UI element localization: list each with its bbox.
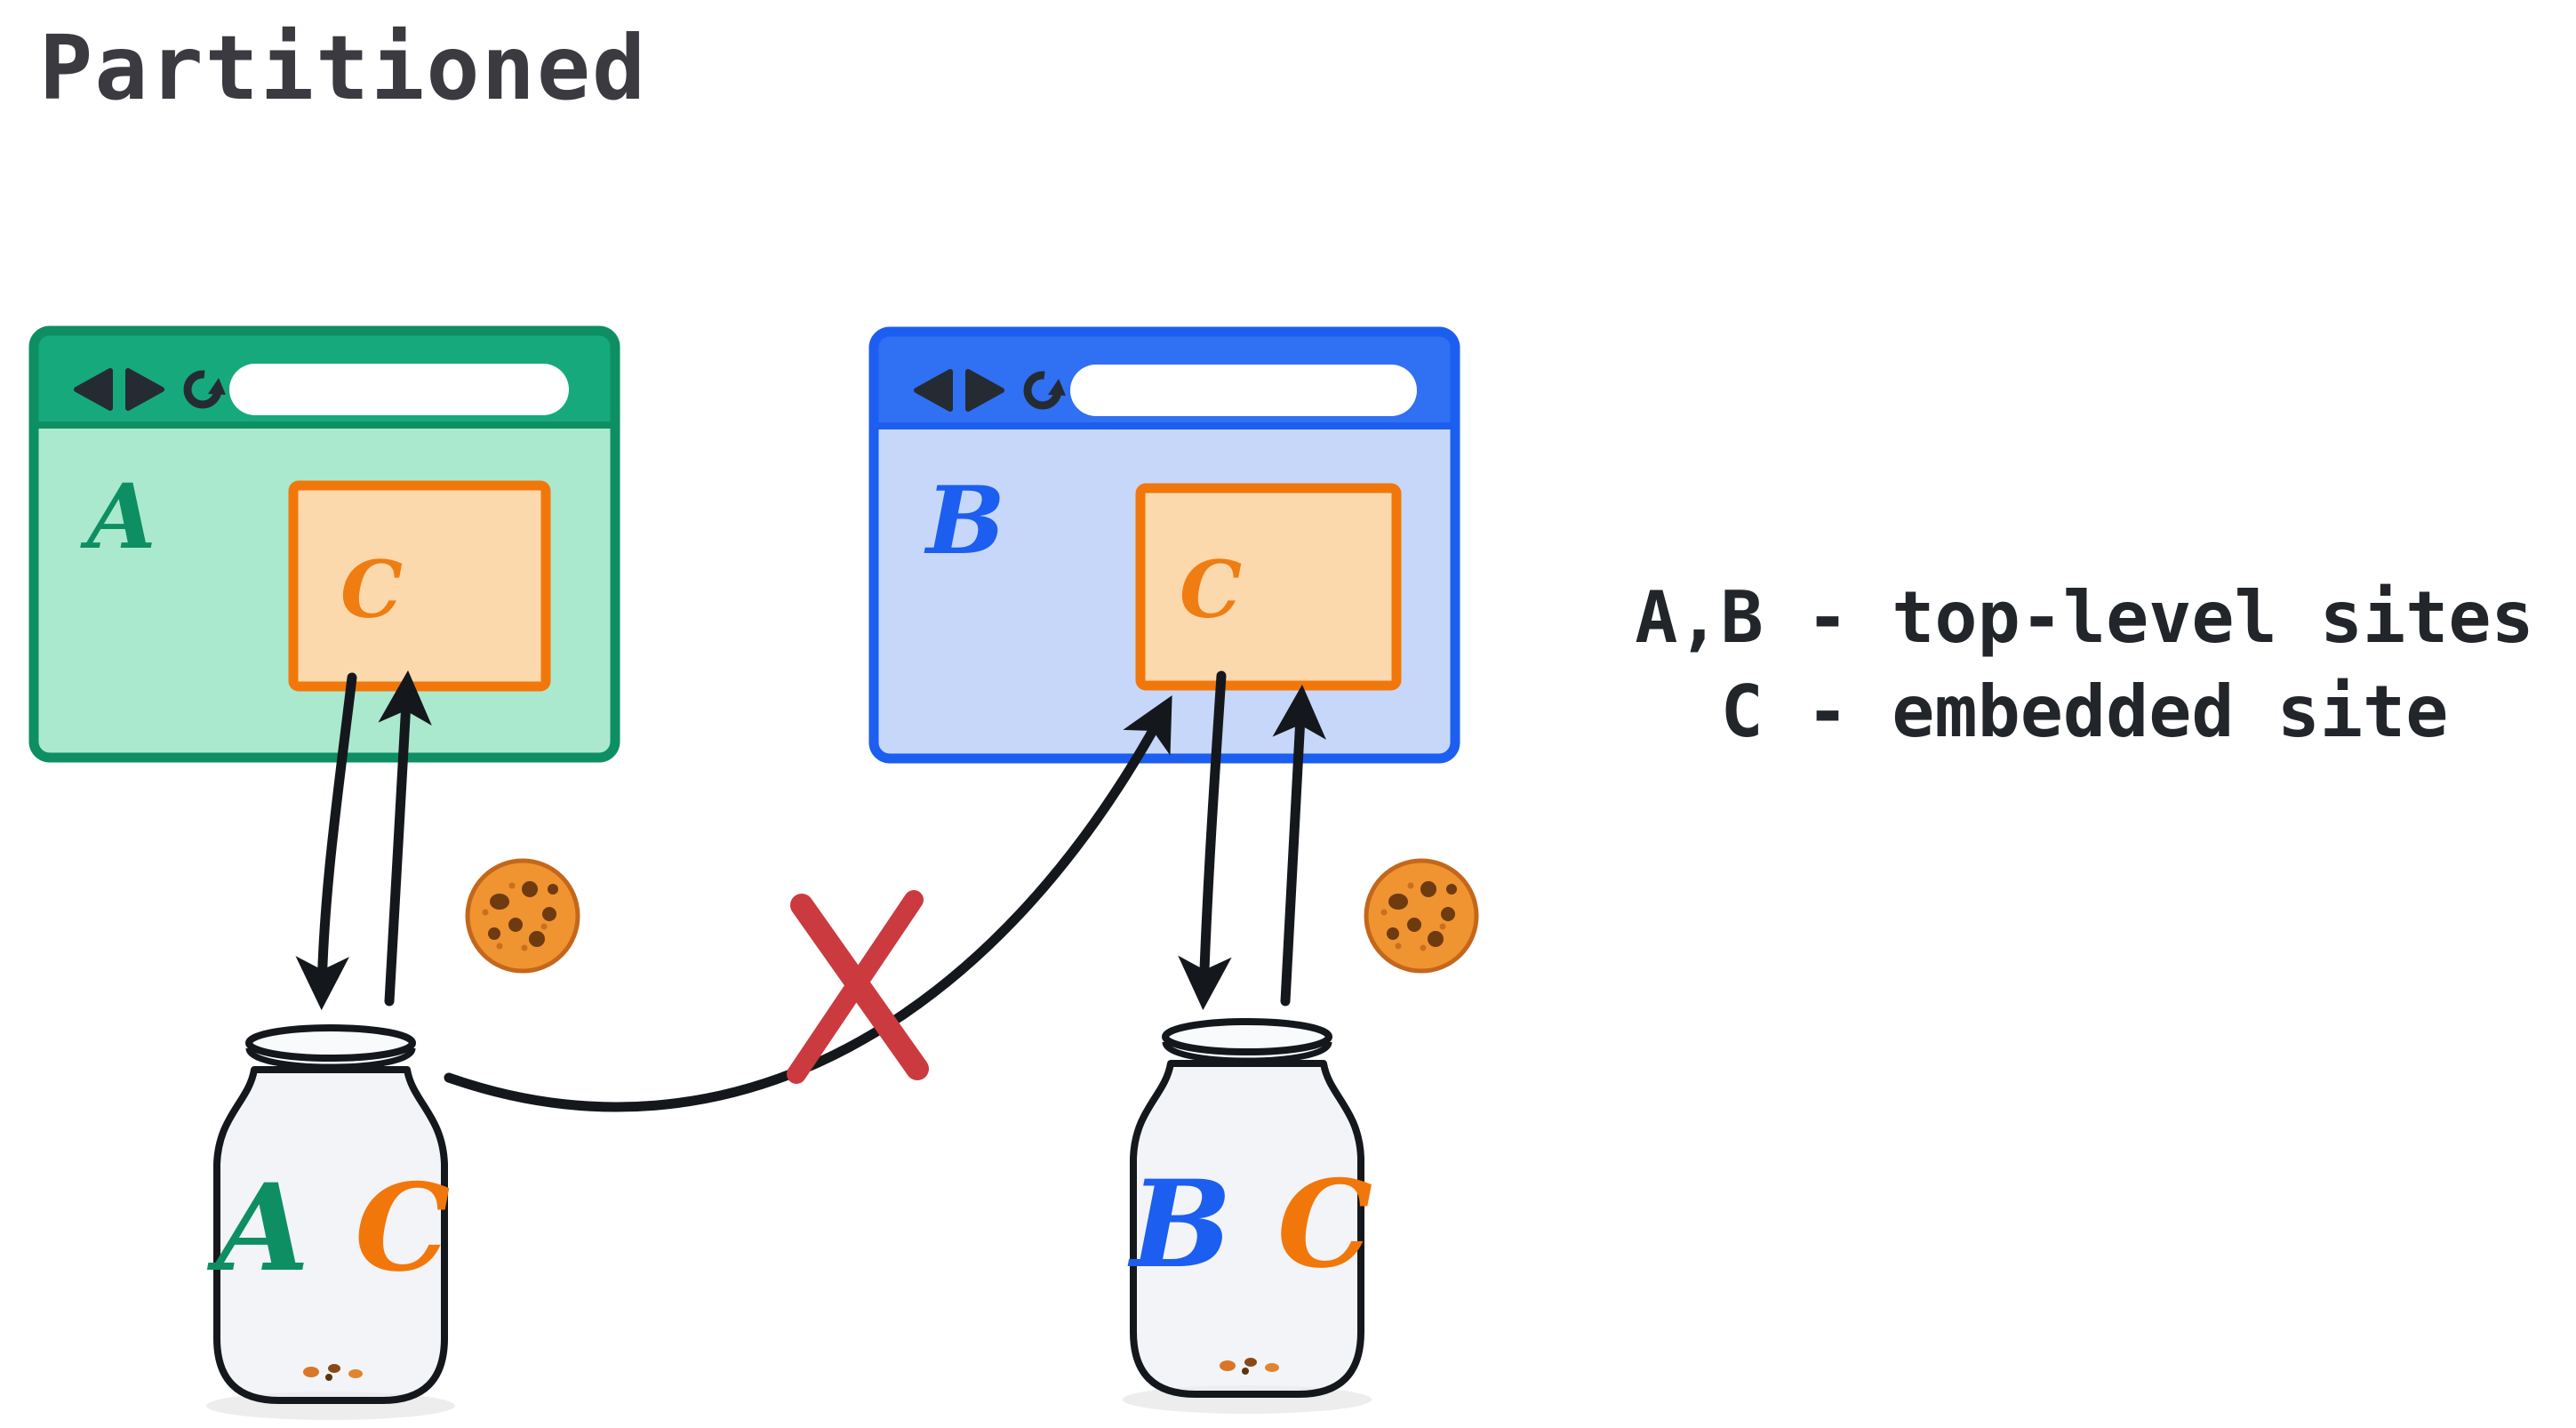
window-a-frame	[28, 325, 620, 763]
arrow-b-read	[1272, 684, 1326, 1007]
jar-ac-label: A C	[206, 1157, 450, 1298]
forward-icon	[965, 369, 1004, 412]
cookie-icon	[1366, 861, 1476, 971]
blocked-x-icon	[787, 890, 929, 1084]
cookie-flow-arrows	[295, 670, 1326, 1112]
reload-icon	[1023, 371, 1066, 410]
cookie-jar-bc: B C	[1123, 1022, 1372, 1414]
cookie-jar-ac: A C	[206, 1028, 455, 1420]
browser-window-b: B C	[868, 326, 1460, 764]
embedded-iframe-in-a: C	[288, 480, 551, 692]
embedded-iframe-in-b: C	[1135, 483, 1402, 691]
arrow-a-write	[295, 672, 357, 1011]
reload-icon	[183, 370, 226, 409]
blocked-x-stroke-2	[787, 890, 924, 1084]
jar-ac-letter-a: A	[206, 1157, 309, 1298]
jar-bc-label: B C	[1127, 1153, 1373, 1295]
jar-bc-letter-b: B	[1127, 1153, 1232, 1295]
iframe-b-frame	[1135, 483, 1402, 691]
page-title: Partitioned	[39, 16, 648, 120]
jar-ac-letter-c: C	[355, 1157, 450, 1298]
url-bar	[229, 364, 569, 415]
site-c-label-in-a: C	[340, 543, 403, 636]
url-bar	[1070, 365, 1417, 416]
site-b-label: B	[924, 465, 1005, 575]
legend-line-top-level: A,B - top-level sites	[1635, 576, 2534, 659]
site-a-label: A	[80, 464, 156, 569]
window-b-frame	[868, 326, 1460, 764]
arrow-b-write	[1178, 670, 1232, 1011]
site-c-label-in-b: C	[1180, 543, 1242, 636]
back-icon	[74, 368, 113, 411]
iframe-a-frame	[288, 480, 551, 692]
back-icon	[914, 369, 953, 412]
legend: A,B - top-level sites C - embedded site	[1618, 571, 2551, 758]
cookie-icon	[468, 861, 578, 971]
arrow-a-read	[378, 670, 432, 1007]
arrow-blocked-cross-site	[444, 695, 1172, 1112]
jar-bc-letter-c: C	[1277, 1153, 1372, 1295]
legend-line-embedded: C - embedded site	[1720, 670, 2449, 753]
browser-window-a: A C	[28, 325, 620, 763]
forward-icon	[125, 368, 164, 411]
